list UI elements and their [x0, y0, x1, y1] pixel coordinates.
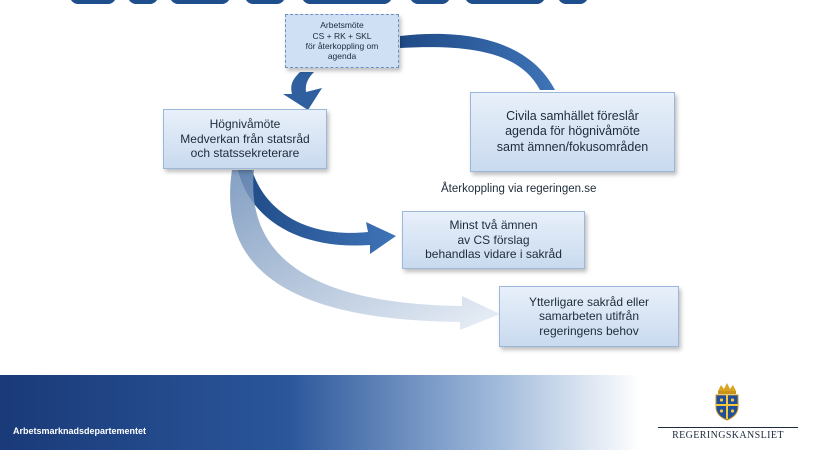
- box-arbetsmote-line-3: för återkoppling om: [305, 41, 379, 51]
- box-arbetsmote-line-1: Arbetsmöte: [320, 20, 364, 31]
- box-civila-line-2: agenda för högnivåmöte: [505, 124, 640, 139]
- box-minst-line-1: Minst två ämnen: [449, 218, 538, 233]
- box-ytterligare-line-3: regeringens behov: [539, 323, 639, 338]
- box-civila-samhallet: Civila samhället föreslår agenda för hög…: [470, 92, 675, 172]
- arrow-meeting-to-hognivamote-icon: [283, 72, 322, 110]
- box-hognivamote: Högnivåmöte Medverkan från statsråd och …: [163, 109, 327, 169]
- box-civila-line-1: Civila samhället föreslår: [506, 109, 639, 124]
- box-minst-line-3: behandlas vidare i sakråd: [425, 247, 562, 262]
- box-civila-line-3: samt ämnen/fokusområden: [496, 139, 649, 154]
- box-hognivamote-line-3: och statssekreterare: [190, 146, 300, 161]
- box-hognivamote-line-2: Medverkan från statsråd: [180, 131, 310, 146]
- box-arbetsmote: Arbetsmöte CS + RK + SKL för återkopplin…: [285, 14, 399, 68]
- box-minst-tva-amnen: Minst två ämnen av CS förslag behandlas …: [402, 211, 585, 269]
- box-hognivamote-line-1: Högnivåmöte: [209, 117, 281, 132]
- department-label: Arbetsmarknadsdepartementet: [13, 426, 147, 436]
- box-arbetsmote-line-4: agenda: [327, 51, 357, 62]
- box-ytterligare-sakrad: Ytterligare sakråd eller samarbeten utif…: [499, 286, 679, 347]
- box-arbetsmote-line-2: CS + RK + SKL: [312, 30, 372, 41]
- box-ytterligare-line-1: Ytterligare sakråd eller: [528, 294, 650, 309]
- box-minst-line-2: av CS förslag: [457, 232, 530, 247]
- arrow-hognivamote-to-ytterligare-icon: [230, 170, 501, 330]
- title-fragment: [70, 0, 590, 4]
- regeringskansliet-logo-text: REGERINGSKANSLIET: [658, 427, 798, 441]
- crown-crest-icon: [715, 383, 739, 421]
- feedback-label: Återkoppling via regeringen.se: [441, 183, 597, 195]
- arrow-civila-to-meeting-icon: [400, 33, 555, 90]
- box-ytterligare-line-2: samarbeten utifrån: [538, 309, 640, 324]
- footer-bar: Arbetsmarknadsdepartementet REGERINGSKAN…: [0, 375, 821, 450]
- arrow-hognivamote-to-minst-icon: [238, 170, 396, 254]
